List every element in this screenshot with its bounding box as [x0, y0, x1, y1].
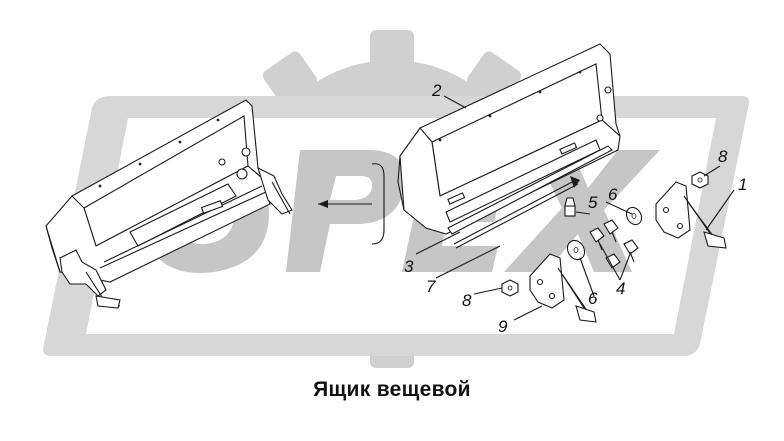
washer-part-6-lower — [566, 239, 586, 261]
diagram-caption: Ящик вещевой — [313, 378, 471, 401]
glove-box-part-2 — [397, 43, 621, 235]
callout-4: 4 — [616, 279, 625, 298]
callout-1: 1 — [738, 175, 747, 194]
callout-2: 2 — [431, 81, 442, 100]
washer-part-6-upper — [625, 206, 643, 226]
bolt-part-5 — [564, 197, 576, 217]
assembly-arrow — [318, 163, 385, 245]
callout-3: 3 — [404, 257, 414, 276]
callout-8-lower: 8 — [462, 291, 472, 310]
callout-6-lower: 6 — [588, 289, 598, 308]
hinge-bracket-part-1 — [655, 181, 727, 249]
rod-part-7 — [453, 176, 580, 249]
screws-part-4 — [589, 219, 639, 269]
callout-7: 7 — [426, 277, 436, 296]
nut-part-8-lower — [501, 279, 519, 297]
callout-9: 9 — [498, 317, 508, 336]
callout-8-upper: 8 — [718, 147, 728, 166]
glove-box-assembled — [45, 99, 293, 309]
callout-6-upper: 6 — [608, 185, 618, 204]
leader-lines — [415, 95, 735, 321]
hinge-bracket-part-9 — [529, 253, 597, 323]
strip-part-3 — [447, 145, 613, 235]
callout-5: 5 — [588, 193, 598, 212]
